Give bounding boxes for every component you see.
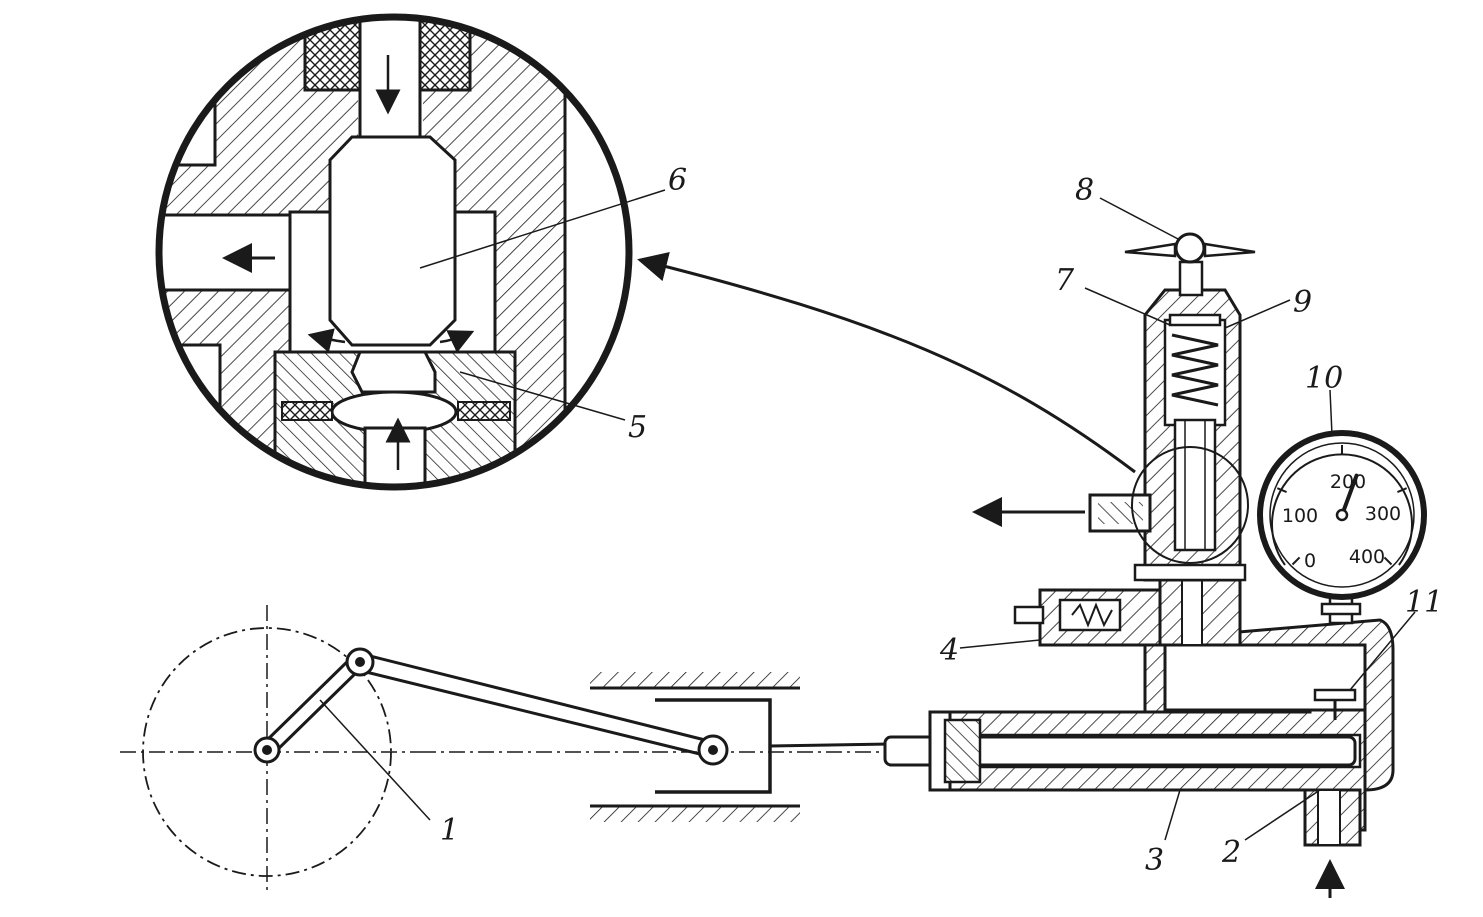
gauge-tick	[1276, 487, 1287, 493]
callout-7: 7	[1055, 263, 1075, 298]
callout-10: 10	[1305, 361, 1343, 396]
gauge-label-100: 100	[1282, 505, 1318, 527]
callout-8: 8	[1075, 173, 1094, 208]
callout-4: 4	[939, 633, 959, 668]
leader-lines	[319, 189, 1416, 841]
safety-valve	[1088, 232, 1256, 582]
pressure-gauge: 0 100 200 300 400	[1257, 430, 1427, 600]
callout-3: 3	[1145, 843, 1164, 878]
gauge-label-300: 300	[1365, 503, 1401, 525]
callout-6: 6	[668, 163, 687, 198]
callout-9: 9	[1293, 285, 1312, 320]
detail-magnifier	[155, 13, 633, 491]
gauge-tick	[1397, 487, 1408, 493]
gauge-label-200: 200	[1330, 471, 1366, 493]
callout-5: 5	[628, 410, 647, 445]
gauge-ticks	[1276, 445, 1408, 566]
gauge-tick	[1291, 556, 1301, 566]
gauge-tick	[1383, 556, 1393, 566]
gauge-label-400: 400	[1349, 546, 1385, 568]
callout-2: 2	[1221, 835, 1241, 870]
crank-mechanism	[120, 605, 891, 895]
magnifier-leader	[637, 251, 1136, 474]
gauge-needle	[1340, 473, 1359, 517]
pump-body	[883, 558, 1395, 847]
callout-11: 11	[1405, 585, 1443, 620]
callout-1: 1	[440, 813, 459, 848]
gauge-label-0: 0	[1304, 550, 1316, 572]
